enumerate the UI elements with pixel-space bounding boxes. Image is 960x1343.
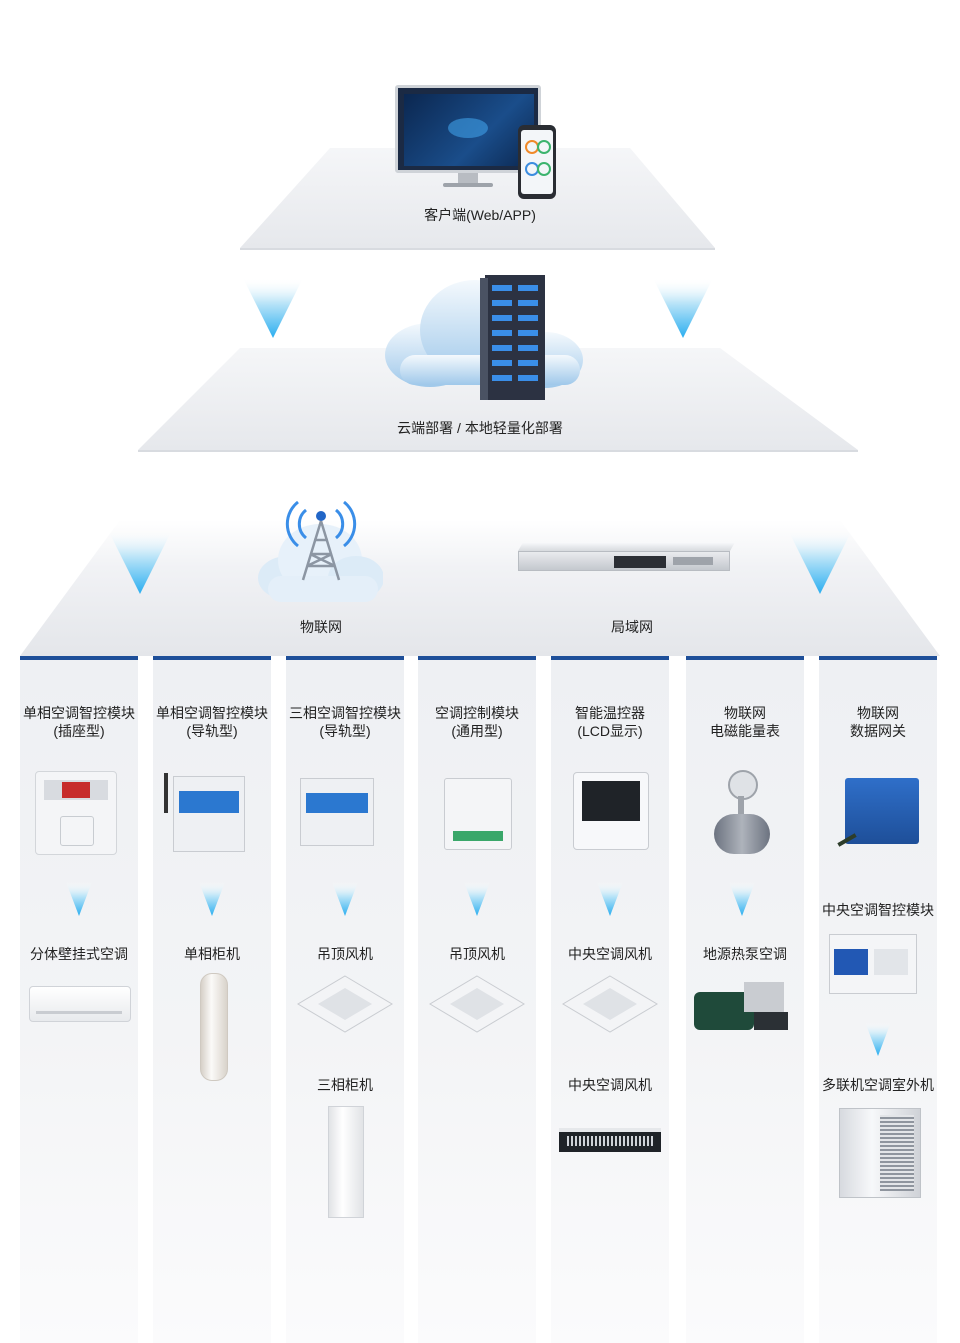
device-label: 单相柜机	[184, 946, 240, 962]
ceiling-fan-unit-icon	[297, 975, 393, 1033]
rail-module-icon	[164, 773, 245, 852]
column-subtitle: (LCD显示)	[577, 723, 643, 739]
control-module-icon	[444, 778, 512, 850]
device-label: 中央空调智控模块	[822, 902, 934, 918]
column-subtitle: (导轨型)	[186, 723, 238, 739]
ceiling-fan-unit-icon	[429, 975, 525, 1033]
down-arrow-icon	[729, 882, 755, 916]
iot-label: 物联网	[300, 619, 342, 635]
down-arrow-icon	[464, 882, 490, 916]
client-label: 客户端(Web/APP)	[424, 207, 536, 223]
column-title: 三相空调智控模块	[289, 705, 401, 721]
column-7: 物联网数据网关 中央空调智控模块 多联机空调室外机	[819, 656, 937, 1343]
column-6: 物联网电磁能量表 地源热泵空调	[686, 656, 804, 1343]
device-label: 中央空调风机	[568, 1077, 652, 1093]
flow-meter-icon	[710, 770, 774, 860]
column-subtitle: (导轨型)	[319, 723, 371, 739]
column-subtitle: 数据网关	[850, 723, 906, 739]
rail-module-icon	[300, 778, 374, 846]
column-5: 智能温控器 (LCD显示) 中央空调风机 中央空调风机	[551, 656, 669, 1343]
down-arrow-icon	[597, 882, 623, 916]
column-title: 智能温控器	[575, 705, 645, 721]
floor-ac-icon	[328, 1106, 364, 1218]
thermostat-icon	[573, 772, 649, 850]
column-1: 单相空调智控模块 (插座型) 分体壁挂式空调	[20, 656, 138, 1343]
phone-icon	[518, 125, 556, 199]
device-label: 多联机空调室外机	[822, 1077, 934, 1093]
wall-ac-icon	[29, 986, 131, 1022]
column-3: 三相空调智控模块 (导轨型) 吊顶风机 三相柜机	[286, 656, 404, 1343]
socket-module-icon	[35, 771, 117, 855]
column-subtitle: 电磁能量表	[710, 723, 780, 739]
column-title: 物联网	[857, 705, 899, 721]
column-subtitle: (通用型)	[451, 723, 503, 739]
column-title: 空调控制模块	[435, 705, 519, 721]
gateway-icon	[837, 778, 919, 847]
column-title: 单相空调智控模块	[23, 705, 135, 721]
ceiling-fan-unit-icon	[562, 975, 658, 1033]
device-label: 地源热泵空调	[703, 946, 787, 962]
smart-control-module-icon	[829, 934, 917, 994]
down-arrow-icon	[66, 882, 92, 916]
down-arrow-icon	[653, 278, 713, 338]
column-2: 单相空调智控模块 (导轨型) 单相柜机	[153, 656, 271, 1343]
device-label: 中央空调风机	[568, 946, 652, 962]
duct-fan-icon	[559, 1128, 661, 1152]
monitor-icon	[395, 85, 541, 189]
device-label: 吊顶风机	[317, 946, 373, 962]
network-switch-icon	[518, 543, 735, 575]
column-4: 空调控制模块 (通用型) 吊顶风机	[418, 656, 536, 1343]
device-label: 分体壁挂式空调	[30, 946, 128, 962]
down-arrow-icon	[865, 1022, 891, 1056]
column-title: 物联网	[724, 705, 766, 721]
down-arrow-icon	[108, 530, 172, 594]
device-label: 吊顶风机	[449, 946, 505, 962]
column-title: 单相空调智控模块	[156, 705, 268, 721]
down-arrow-icon	[788, 530, 852, 594]
device-label: 三相柜机	[317, 1077, 373, 1093]
cloud-server-icon	[385, 275, 583, 400]
deploy-label: 云端部署 / 本地轻量化部署	[397, 420, 563, 436]
column-subtitle: (插座型)	[53, 723, 105, 739]
outdoor-unit-icon	[839, 1108, 921, 1198]
iot-tower-icon	[258, 500, 383, 602]
floor-ac-icon	[200, 973, 228, 1081]
down-arrow-icon	[199, 882, 225, 916]
heat-pump-icon	[694, 982, 792, 1034]
lan-label: 局域网	[611, 619, 653, 635]
down-arrow-icon	[332, 882, 358, 916]
down-arrow-icon	[243, 278, 303, 338]
